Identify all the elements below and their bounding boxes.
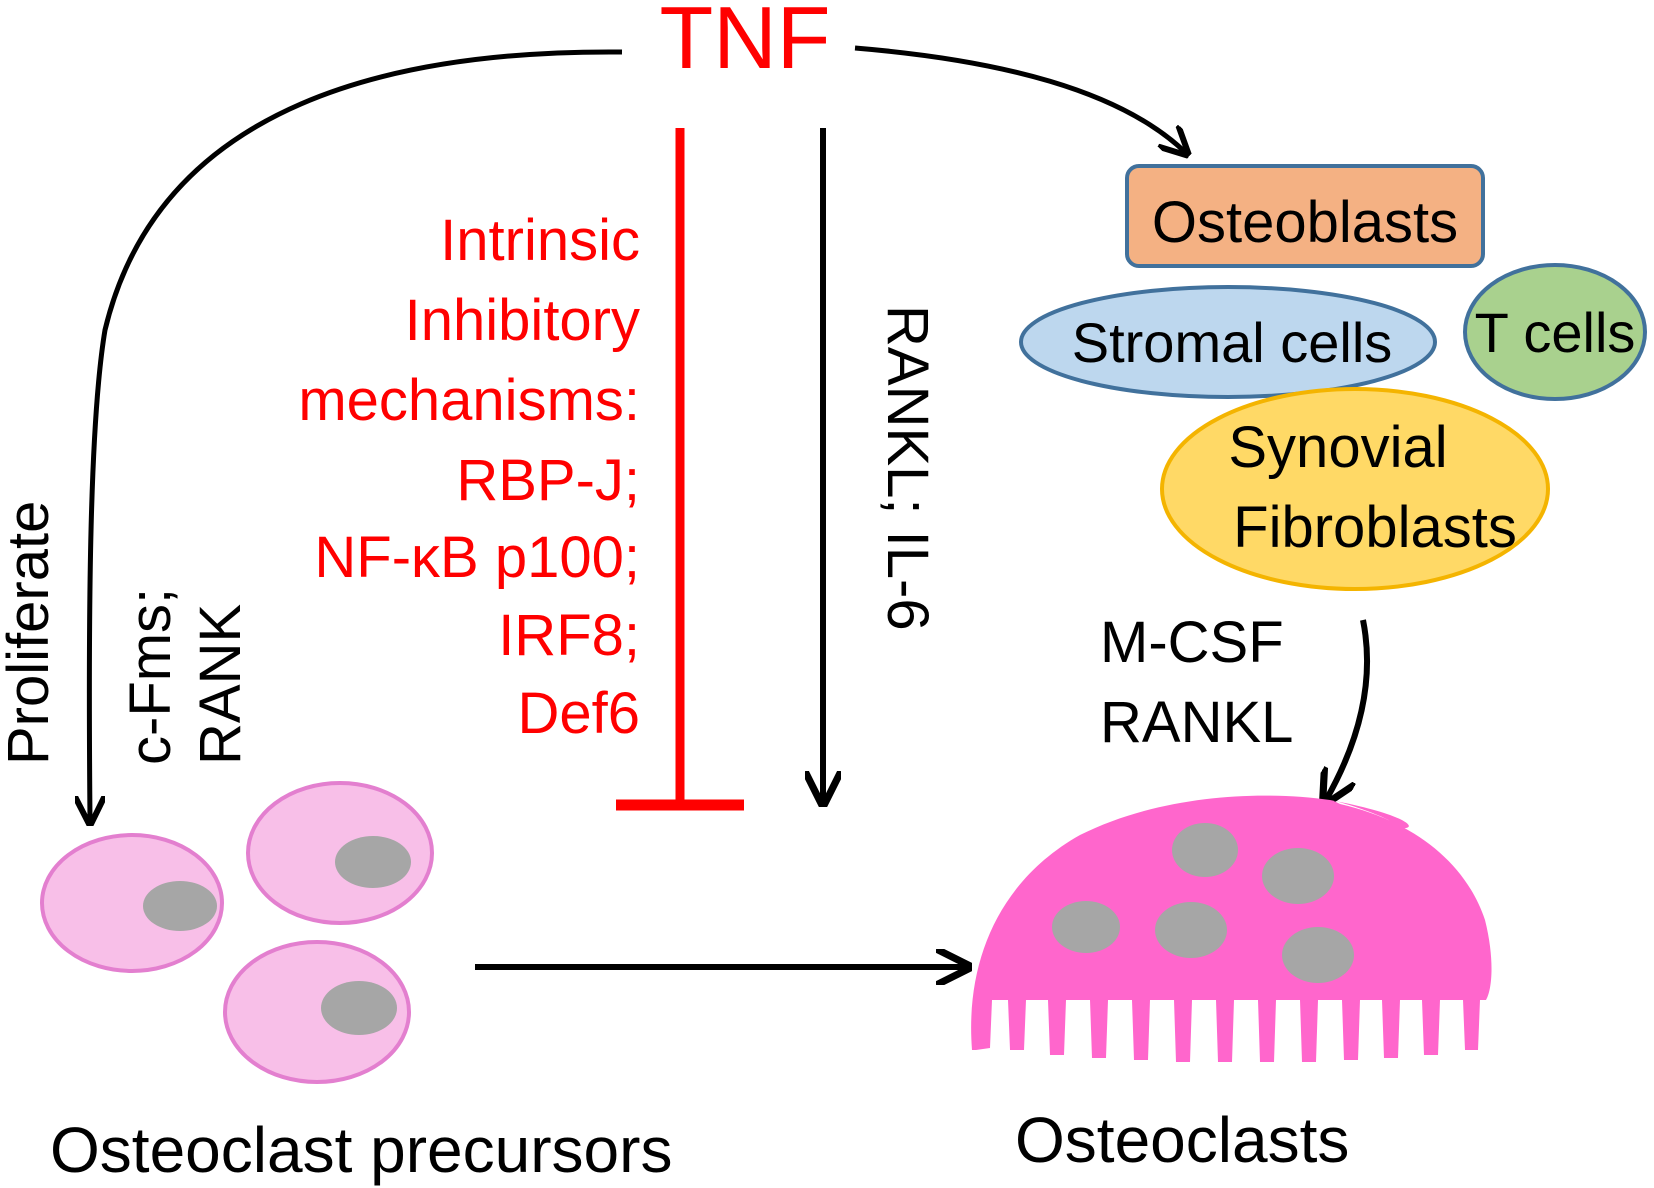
nucleus bbox=[335, 836, 411, 888]
tnf-title: TNF bbox=[659, 0, 830, 87]
stromal-cells-ellipse bbox=[1019, 285, 1437, 399]
rankl-label: RANKL bbox=[1100, 690, 1293, 755]
precursor-cell bbox=[40, 833, 224, 973]
osteoclasts-label: Osteoclasts bbox=[1015, 1104, 1349, 1176]
proliferate-label: Proliferate bbox=[0, 501, 61, 765]
synovial-label-line1: Synovial bbox=[1228, 415, 1447, 480]
nucleus bbox=[1262, 848, 1334, 904]
precursor-cell bbox=[246, 781, 434, 925]
stromal-cells-label: Stromal cells bbox=[1072, 311, 1393, 374]
tnf-to-precursors-arrow bbox=[89, 49, 623, 820]
nucleus bbox=[1172, 823, 1238, 877]
inhibitory-line: mechanisms: bbox=[298, 368, 640, 433]
mcsf-label: M-CSF bbox=[1100, 610, 1284, 675]
nucleus bbox=[1155, 902, 1227, 958]
precursors-label: Osteoclast precursors bbox=[50, 1114, 672, 1186]
inhibitory-line: IRF8; bbox=[498, 603, 640, 668]
t-cells-circle bbox=[1463, 263, 1647, 401]
nucleus bbox=[1052, 901, 1120, 953]
osteoblasts-label: Osteoblasts bbox=[1152, 190, 1458, 255]
rankl-il6-label: RANKL; IL-6 bbox=[875, 305, 940, 631]
t-cells-label: T cells bbox=[1475, 301, 1636, 364]
nucleus bbox=[321, 981, 397, 1035]
cfms-label: c-Fms; bbox=[118, 588, 183, 765]
inhibitory-line: Intrinsic bbox=[440, 208, 640, 273]
nucleus bbox=[1282, 927, 1354, 983]
tnf-to-osteoblasts-arrow bbox=[854, 45, 1185, 152]
osteoclast-body bbox=[971, 795, 1492, 1062]
inhibitory-line: NF-κB p100; bbox=[314, 525, 640, 590]
synovial-to-osteoclast-arrow bbox=[1326, 619, 1371, 800]
inhibitory-line: Inhibitory bbox=[405, 288, 640, 353]
rank-label: RANK bbox=[188, 604, 253, 765]
synovial-label-line2: Fibroblasts bbox=[1233, 495, 1517, 560]
nucleus bbox=[143, 881, 217, 931]
osteoblasts-box bbox=[1125, 164, 1485, 268]
osteoclast-nuclei bbox=[1052, 823, 1354, 983]
inhibitory-line: RBP-J; bbox=[456, 448, 640, 513]
synovial-fibroblasts-ellipse bbox=[1160, 387, 1550, 591]
precursor-cell bbox=[223, 940, 411, 1084]
inhibitory-text: Intrinsic Inhibitory mechanisms: RBP-J; … bbox=[298, 208, 640, 746]
inhibitory-line: Def6 bbox=[517, 681, 640, 746]
